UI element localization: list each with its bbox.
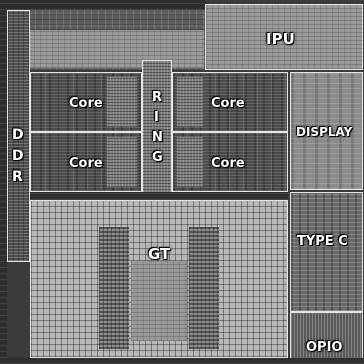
core-label-bottom-right: Core bbox=[211, 156, 245, 171]
core-label-top-left: Core bbox=[69, 96, 103, 111]
top-logic-strip bbox=[28, 30, 204, 68]
core-top-left: Core bbox=[30, 72, 142, 132]
left-edge-io bbox=[0, 10, 7, 364]
opio-block: OPIO bbox=[290, 312, 363, 360]
ipu-label: IPU bbox=[266, 30, 295, 48]
core-label-bottom-left: Core bbox=[69, 156, 103, 171]
ring-letter-g: G bbox=[152, 150, 163, 165]
core-bottom-left: Core bbox=[30, 132, 142, 192]
ddr-block: D D R bbox=[7, 10, 30, 262]
core-cache-br bbox=[177, 137, 203, 187]
ddr-letter-1: D bbox=[12, 127, 24, 143]
ring-letter-r: R bbox=[152, 90, 163, 105]
gt-center bbox=[131, 261, 187, 341]
ring-block: R I N G bbox=[142, 60, 172, 194]
core-label-top-right: Core bbox=[211, 96, 245, 111]
type-c-block: TYPE C bbox=[290, 192, 363, 312]
gt-label: GT bbox=[148, 245, 171, 263]
bottom-edge-io bbox=[7, 358, 364, 364]
display-block: DISPLAY bbox=[290, 72, 363, 190]
gt-subslice-right bbox=[189, 227, 219, 349]
opio-label: OPIO bbox=[306, 340, 343, 355]
gt-block: GT bbox=[30, 200, 288, 358]
core-cache-bl bbox=[107, 137, 137, 187]
core-bottom-right: Core bbox=[172, 132, 288, 192]
ddr-letter-2: D bbox=[12, 148, 24, 164]
core-top-right: Core bbox=[172, 72, 288, 132]
ipu-block: IPU bbox=[205, 4, 363, 70]
type-c-label: TYPE C bbox=[297, 234, 348, 249]
display-label: DISPLAY bbox=[296, 125, 353, 139]
core-cache-tr bbox=[177, 77, 203, 127]
ring-letter-i: I bbox=[154, 110, 159, 125]
ddr-letter-3: R bbox=[12, 169, 23, 185]
gt-subslice-left bbox=[99, 227, 129, 349]
mid-strip bbox=[30, 192, 288, 200]
ring-letter-n: N bbox=[152, 130, 163, 145]
core-cache-tl bbox=[107, 77, 137, 127]
top-edge-io bbox=[0, 0, 205, 10]
